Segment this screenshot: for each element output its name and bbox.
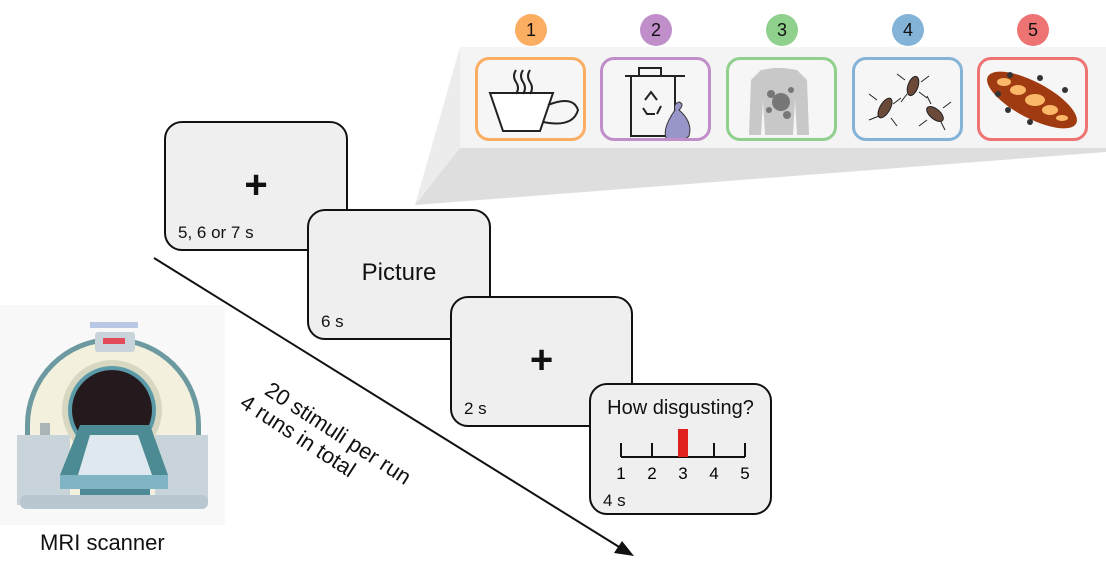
- stained-shirt-icon: [749, 68, 809, 135]
- mri-scanner-icon: [0, 305, 225, 525]
- rating-marker[interactable]: [678, 429, 688, 457]
- rank-badge-2: 2: [640, 14, 672, 46]
- fixation-cross: +: [529, 338, 554, 382]
- rating-question: How disgusting?: [607, 397, 754, 419]
- duration-label: 5, 6 or 7 s: [178, 223, 254, 242]
- scale-label-1: 1: [616, 464, 625, 483]
- scale-label-2: 2: [647, 464, 656, 483]
- scale-label-5: 5: [740, 464, 749, 483]
- rank-badge-4: 4: [892, 14, 924, 46]
- arrow-head-icon: [614, 541, 634, 556]
- duration-label: 6 s: [321, 312, 344, 331]
- stimulus-coffee-cup: [475, 57, 586, 141]
- coffee-cup-icon: [488, 69, 580, 132]
- tray-side: [415, 47, 460, 205]
- stimulus-stained-shirt: [726, 57, 837, 141]
- scale-label-3: 3: [678, 464, 687, 483]
- stimulus-cockroaches: [852, 57, 963, 141]
- cockroaches-icon: [868, 73, 952, 131]
- rating-screen: How disgusting? 1 2 3 4 5 4 s: [589, 383, 772, 515]
- mri-scanner-label: MRI scanner: [40, 530, 165, 555]
- stimulus-trash-bin: [600, 57, 711, 141]
- duration-label: 2 s: [464, 399, 487, 418]
- trash-bin-icon: [625, 67, 691, 138]
- picture-label: Picture: [361, 259, 437, 286]
- stimulus-bread-with-ants: [977, 57, 1088, 141]
- rating-scale[interactable]: 1 2 3 4 5: [591, 385, 774, 517]
- scale-label-4: 4: [709, 464, 718, 483]
- fixation-cross: +: [244, 163, 268, 207]
- bread-with-ants-icon: [987, 71, 1077, 129]
- rank-badge-5: 5: [1017, 14, 1049, 46]
- fixation-screen-1: + 5, 6 or 7 s: [164, 121, 348, 251]
- tray-shadow: [415, 148, 1106, 205]
- rank-badge-1: 1: [515, 14, 547, 46]
- duration-label: 4 s: [603, 491, 626, 510]
- rank-badge-3: 3: [766, 14, 798, 46]
